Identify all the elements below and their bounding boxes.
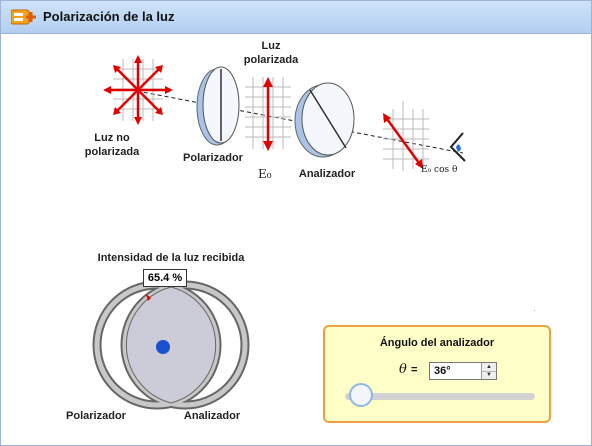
angle-input[interactable]: 36° ▲ ▼ [429,362,497,380]
intensity-overlap-graphic [92,280,250,410]
projected-light-icon [383,101,429,171]
label-polarized-light: Luz polarizada [243,40,299,66]
light-source-dot [156,340,170,354]
analyzer-disk [294,82,355,158]
angle-value: 36° [434,365,451,377]
intensity-label-analyzer: Analizador [183,410,241,422]
analyzer-angle-panel: Ángulo del analizador θ = 36° ▲ ▼ [323,325,551,423]
angle-stepper[interactable]: ▲ ▼ [481,363,496,379]
theta-symbol: θ [399,362,407,377]
stepper-down-icon[interactable]: ▼ [486,372,492,378]
intensity-label-polarizer: Polarizador [66,410,126,422]
polarized-light-icon [245,77,291,151]
equals-sign: = [411,364,418,376]
label-e0: E₀ [258,167,272,181]
angle-slider-thumb[interactable] [349,383,373,407]
intensity-percent: 65.4 % [143,269,187,287]
stepper-up-icon[interactable]: ▲ [482,363,496,372]
app-title: Polarización de la luz [43,9,175,24]
label-unpolarized-light: Luz no polarizada [84,132,140,158]
eye-icon [449,132,466,162]
label-e0-cos-theta: E₀ cos θ [421,165,458,175]
title-bar: Polarización de la luz [1,1,591,34]
dot-mark: · [533,306,536,315]
angle-slider-track[interactable] [345,393,535,400]
app-logo-icon [11,9,36,25]
intensity-title: Intensidad de la luz recibida [97,252,245,264]
light-beam-line [136,90,464,154]
label-polarizer: Polarizador [183,152,243,164]
label-analyzer: Analizador [298,168,356,180]
unpolarized-light-icon [103,55,173,125]
polarizer-marker-icon [146,294,151,301]
analyzer-panel-title: Ángulo del analizador [379,337,495,349]
polarizer-disk [196,66,240,146]
